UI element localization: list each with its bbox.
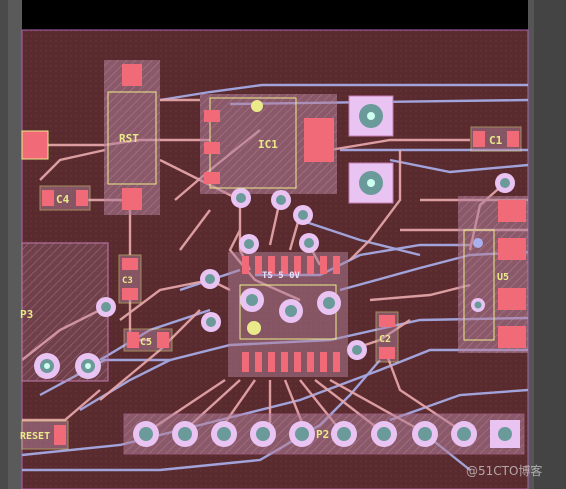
capacitor-c5[interactable]: C5 <box>123 328 173 352</box>
header-pin[interactable] <box>172 421 198 447</box>
via[interactable] <box>200 269 220 289</box>
switch-rst[interactable]: RST <box>104 60 160 215</box>
via[interactable] <box>317 291 341 315</box>
connector-p3[interactable]: P3 <box>20 242 109 382</box>
via[interactable] <box>240 288 264 312</box>
via[interactable] <box>231 188 251 208</box>
header-p2[interactable]: P2 <box>123 413 525 455</box>
label-c4: C4 <box>56 193 70 206</box>
via[interactable] <box>471 298 485 312</box>
label-u5: U5 <box>497 272 509 283</box>
header-pin[interactable] <box>211 421 237 447</box>
capacitor-c1[interactable]: C1 <box>470 126 522 152</box>
header-pin[interactable] <box>289 421 315 447</box>
header-pin[interactable] <box>331 421 357 447</box>
label-c3: C3 <box>122 276 133 286</box>
right-panel-edge[interactable] <box>528 0 566 489</box>
header-pin[interactable] <box>133 421 159 447</box>
reset-button-footprint[interactable]: RESET <box>20 420 69 450</box>
label-reset: RESET <box>20 431 50 442</box>
capacitor-c3[interactable]: C3 <box>118 254 142 304</box>
header-pin[interactable] <box>371 421 397 447</box>
connector-u5[interactable]: U5 <box>458 196 528 353</box>
vias[interactable] <box>96 173 515 360</box>
test-pad-1[interactable] <box>348 95 394 137</box>
header-pin-square[interactable] <box>490 420 520 448</box>
via[interactable] <box>201 312 221 332</box>
left-panel-edge <box>0 0 22 489</box>
via[interactable] <box>239 234 259 254</box>
test-pad-2[interactable] <box>348 162 394 204</box>
via[interactable] <box>347 340 367 360</box>
header-pin[interactable] <box>451 421 477 447</box>
via[interactable] <box>293 205 313 225</box>
label-p2: P2 <box>316 428 329 441</box>
regulator-ic1[interactable]: IC1 <box>200 94 337 194</box>
via[interactable] <box>271 190 291 210</box>
via[interactable] <box>279 299 303 323</box>
via[interactable] <box>495 173 515 193</box>
label-c1: C1 <box>489 134 503 147</box>
capacitor-c2[interactable]: C2 <box>375 311 399 363</box>
label-c5: C5 <box>140 337 152 348</box>
header-pin[interactable] <box>250 421 276 447</box>
label-ic1: IC1 <box>258 138 278 151</box>
header-pin[interactable] <box>412 421 438 447</box>
via[interactable] <box>299 233 319 253</box>
label-rst: RST <box>119 132 139 145</box>
watermark: @51CTO博客 <box>466 464 543 478</box>
label-c2: C2 <box>379 334 391 345</box>
via[interactable] <box>96 297 116 317</box>
capacitor-c4[interactable]: C4 <box>21 130 91 211</box>
label-chip: TS 5 0V <box>262 271 301 281</box>
label-p3: P3 <box>20 308 33 321</box>
top-toolbar-strip <box>22 0 528 30</box>
